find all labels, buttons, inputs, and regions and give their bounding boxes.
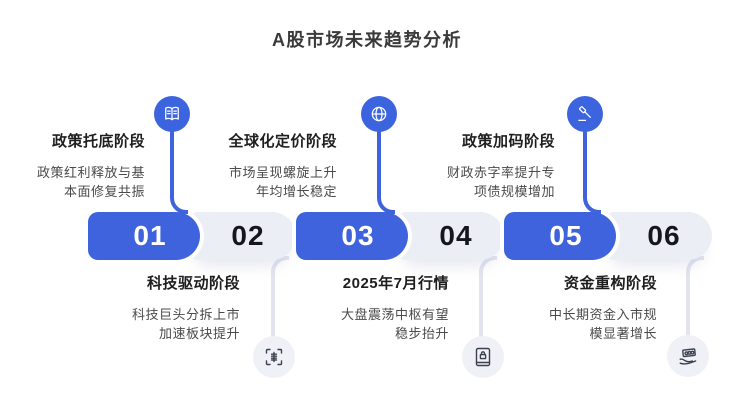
- stage-06-text: 资金重构阶段 中长期资金入市规 模显著增长: [549, 272, 657, 344]
- stage-05-connector: [583, 128, 601, 214]
- stage-number: 06: [647, 220, 681, 251]
- stage-04-text: 2025年7月行情 大盘震荡中枢有望 稳步抬升: [341, 272, 449, 344]
- stage-description: 政策红利释放与基 本面修复共振: [36, 165, 145, 199]
- stage-title: 2025年7月行情: [342, 275, 449, 292]
- stage-description: 中长期资金入市规 模显著增长: [548, 307, 657, 341]
- timeline-segment-03: 03: [296, 212, 408, 260]
- stage-title: 科技驱动阶段: [146, 275, 240, 292]
- timeline-segment-02: 02: [188, 212, 296, 260]
- stage-06-connector: [686, 256, 704, 340]
- page-title: A股市场未来趋势分析: [272, 30, 462, 50]
- timeline-segment-06: 06: [604, 212, 712, 260]
- money-hand-icon: [676, 344, 700, 368]
- scan-frame-icon: [262, 345, 286, 369]
- stage-title: 政策托底阶段: [51, 133, 145, 150]
- stage-title: 政策加码阶段: [461, 133, 555, 150]
- stage-01-connector: [170, 128, 188, 214]
- stage-description: 科技巨头分拆上市 加速板块提升: [131, 307, 240, 341]
- stage-05-text: 政策加码阶段 财政赤字率提升专 项债规模增加: [447, 130, 555, 202]
- timeline-segment-04: 04: [396, 212, 504, 260]
- stage-title: 资金重构阶段: [563, 275, 657, 292]
- stage-01-badge: [154, 96, 190, 132]
- timeline-segment-01: 01: [88, 212, 200, 260]
- ledger-lock-icon: [471, 345, 495, 369]
- stage-02-badge: [253, 336, 295, 378]
- stage-06-badge: [667, 335, 709, 377]
- open-book-icon: [162, 104, 182, 124]
- stage-04-connector: [479, 256, 497, 340]
- stage-05-badge: [567, 96, 603, 132]
- gavel-icon: [575, 104, 595, 124]
- stage-title: 全球化定价阶段: [228, 133, 337, 150]
- stage-number: 02: [231, 220, 265, 251]
- stage-03-connector: [377, 128, 395, 214]
- stage-number: 04: [439, 220, 473, 251]
- stage-number: 01: [133, 220, 167, 251]
- stage-01-text: 政策托底阶段 政策红利释放与基 本面修复共振: [37, 130, 145, 202]
- stage-03-text: 全球化定价阶段 市场呈现螺旋上升 年均增长稳定: [228, 130, 337, 202]
- stage-02-text: 科技驱动阶段 科技巨头分拆上市 加速板块提升: [132, 272, 240, 344]
- timeline-segment-05: 05: [504, 212, 616, 260]
- stage-04-badge: [462, 336, 504, 378]
- stage-number: 05: [549, 220, 583, 251]
- stage-description: 市场呈现螺旋上升 年均增长稳定: [228, 165, 337, 199]
- globe-icon: [369, 104, 389, 124]
- stage-description: 大盘震荡中枢有望 稳步抬升: [340, 307, 449, 341]
- stage-02-connector: [271, 256, 289, 340]
- stage-number: 03: [341, 220, 375, 251]
- stage-description: 财政赤字率提升专 项债规模增加: [446, 165, 555, 199]
- stage-03-badge: [361, 96, 397, 132]
